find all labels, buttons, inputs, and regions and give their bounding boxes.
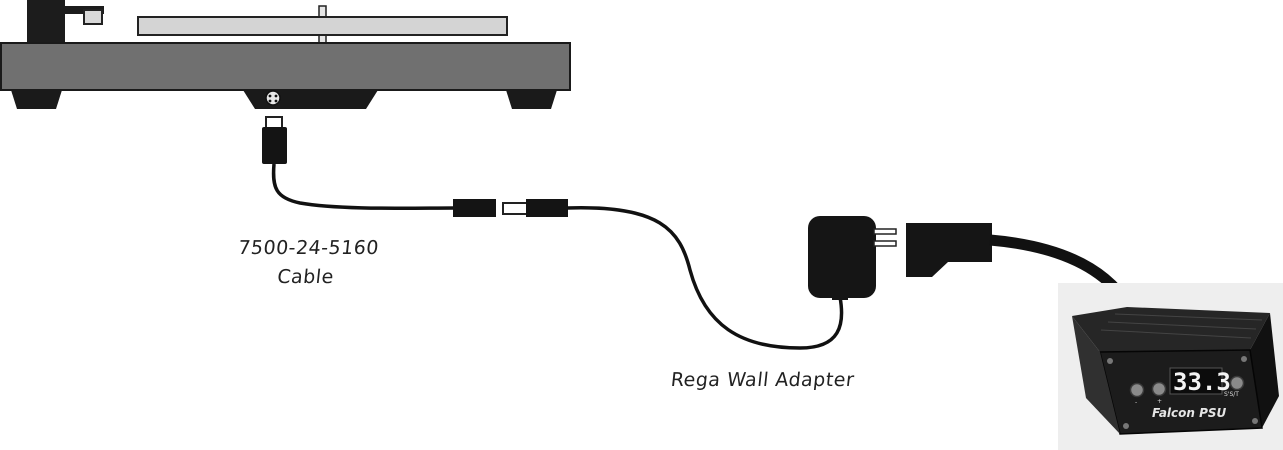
tonearm-pillar (27, 0, 65, 44)
adapter-prong-top (873, 228, 897, 235)
psu-left-edge (1072, 316, 1120, 434)
cable-name: Cable (276, 266, 335, 289)
barrel-plug-tip (502, 202, 529, 215)
adapter-cord-wire (566, 206, 844, 350)
turntable (0, 0, 571, 109)
headshell (83, 9, 103, 25)
barrel-plug-body (526, 199, 568, 217)
left-foot (11, 90, 62, 109)
psu-speed-display: 33.3 (1173, 368, 1231, 396)
psu-plus-label: + (1157, 398, 1162, 405)
cable-7500-24-5160 (262, 116, 496, 217)
falcon-psu-power-supply: - + S'S/T 33.3 Falcon PSU (906, 223, 1283, 450)
psu-side-panel (1250, 313, 1279, 428)
din-plug-body (262, 127, 287, 164)
adapter-prong-bottom (873, 240, 897, 247)
psu-brand-label: Falcon PSU (1152, 406, 1227, 420)
wall-adapter-body (808, 216, 876, 298)
psu-minus-button (1129, 382, 1145, 398)
din-plug-tip (265, 116, 283, 129)
psu-top-surface (1072, 307, 1270, 352)
psu-power-cord-plug (906, 223, 992, 277)
cable-part-number: 7500-24-5160 (237, 237, 381, 259)
psu-minus-label: - (1135, 399, 1137, 406)
wall-adapter-cord-strain (832, 292, 848, 300)
cable-wire (271, 163, 456, 211)
wall-adapter-label: Rega Wall Adapter (669, 369, 856, 391)
plinth (0, 42, 571, 91)
platter (137, 16, 508, 36)
barrel-socket (453, 199, 496, 217)
power-socket-housing (243, 90, 378, 109)
cable-label: 7500-24-5160 Cable (219, 234, 395, 293)
right-foot (506, 90, 557, 109)
psu-start-stop-button (1229, 375, 1245, 391)
rega-wall-adapter (808, 216, 897, 300)
psu-display-window (1169, 367, 1223, 395)
psu-plus-button (1151, 381, 1167, 397)
psu-start-stop-label: S'S/T (1224, 391, 1239, 398)
wall-adapter-cord (502, 199, 844, 350)
power-socket (265, 90, 281, 106)
